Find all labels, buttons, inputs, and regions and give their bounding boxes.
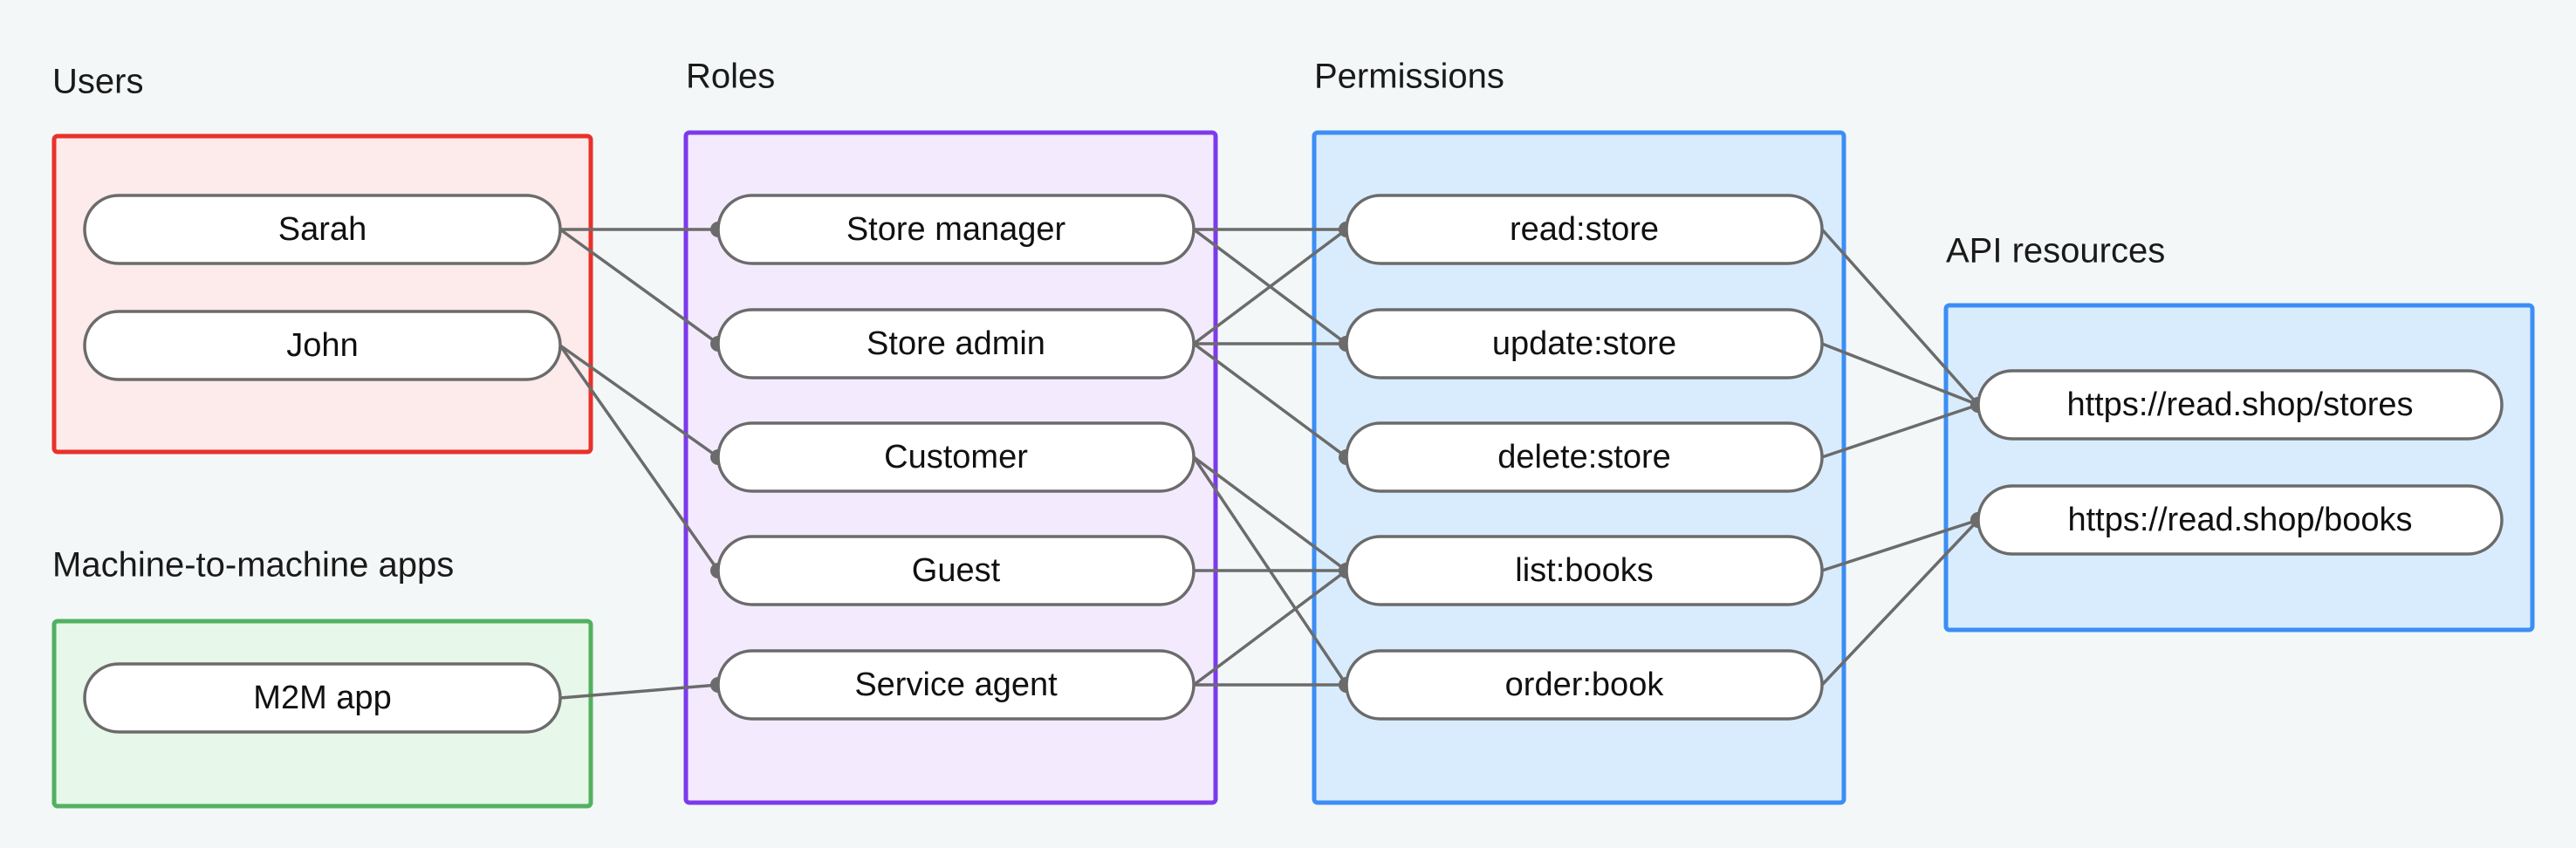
edge-listbooks-to-shopbooks	[1821, 518, 1979, 572]
node-readstore[interactable]	[1345, 194, 1824, 265]
node-customer[interactable]	[716, 421, 1196, 493]
edge-serviceagent-to-listbooks	[1192, 569, 1348, 687]
node-john[interactable]	[83, 310, 562, 381]
node-label-customer: Customer	[884, 439, 1028, 475]
group-title-users: Users	[52, 63, 143, 101]
node-label-guest: Guest	[912, 552, 1001, 589]
node-storeadmin[interactable]	[716, 308, 1196, 380]
node-updatestore[interactable]	[1345, 308, 1824, 380]
group-title-roles: Roles	[686, 58, 775, 96]
edge-orderbook-to-shopbooks	[1820, 518, 1980, 687]
edge-john-to-customer	[558, 344, 720, 459]
node-serviceagent[interactable]	[716, 649, 1196, 721]
node-label-orderbook: order:book	[1505, 667, 1665, 703]
node-label-serviceagent: Service agent	[854, 667, 1058, 703]
node-label-shopbooks: https://read.shop/books	[2067, 502, 2412, 538]
node-label-listbooks: list:books	[1515, 552, 1653, 589]
node-label-storemanager: Store manager	[846, 211, 1066, 248]
node-shopstores[interactable]	[1977, 369, 2504, 441]
edge-storeadmin-to-readstore	[1192, 228, 1348, 345]
node-label-storeadmin: Store admin	[867, 325, 1045, 362]
node-label-sarah: Sarah	[278, 211, 367, 248]
edge-john-to-guest	[558, 344, 720, 572]
edge-readstore-to-shopstores	[1820, 228, 1980, 407]
group-title-m2m: Machine-to-machine apps	[52, 546, 454, 585]
group-title-api: API resources	[1946, 232, 2165, 270]
node-label-shopstores: https://read.shop/stores	[2066, 386, 2413, 423]
node-m2mapp[interactable]	[83, 662, 562, 734]
node-label-updatestore: update:store	[1492, 325, 1676, 362]
node-shopbooks[interactable]	[1977, 484, 2504, 556]
node-guest[interactable]	[716, 535, 1196, 606]
node-label-m2mapp: M2M app	[253, 680, 391, 716]
node-label-readstore: read:store	[1510, 211, 1659, 248]
node-orderbook[interactable]	[1345, 649, 1824, 721]
edge-customer-to-listbooks	[1192, 455, 1348, 572]
node-sarah[interactable]	[83, 194, 562, 265]
node-label-john: John	[286, 327, 358, 364]
edge-updatestore-to-shopstores	[1821, 342, 1979, 407]
edge-deletestore-to-shopstores	[1821, 403, 1979, 459]
edge-storeadmin-to-deletestore	[1192, 342, 1348, 459]
edge-sarah-to-storeadmin	[558, 228, 720, 345]
node-listbooks[interactable]	[1345, 535, 1824, 606]
group-box-api	[1943, 303, 2535, 633]
edge-m2mapp-to-serviceagent	[559, 683, 719, 700]
node-label-deletestore: delete:store	[1497, 439, 1671, 475]
node-storemanager[interactable]	[716, 194, 1196, 265]
node-deletestore[interactable]	[1345, 421, 1824, 493]
group-box-users	[51, 133, 593, 455]
group-title-permissions: Permissions	[1314, 58, 1504, 96]
